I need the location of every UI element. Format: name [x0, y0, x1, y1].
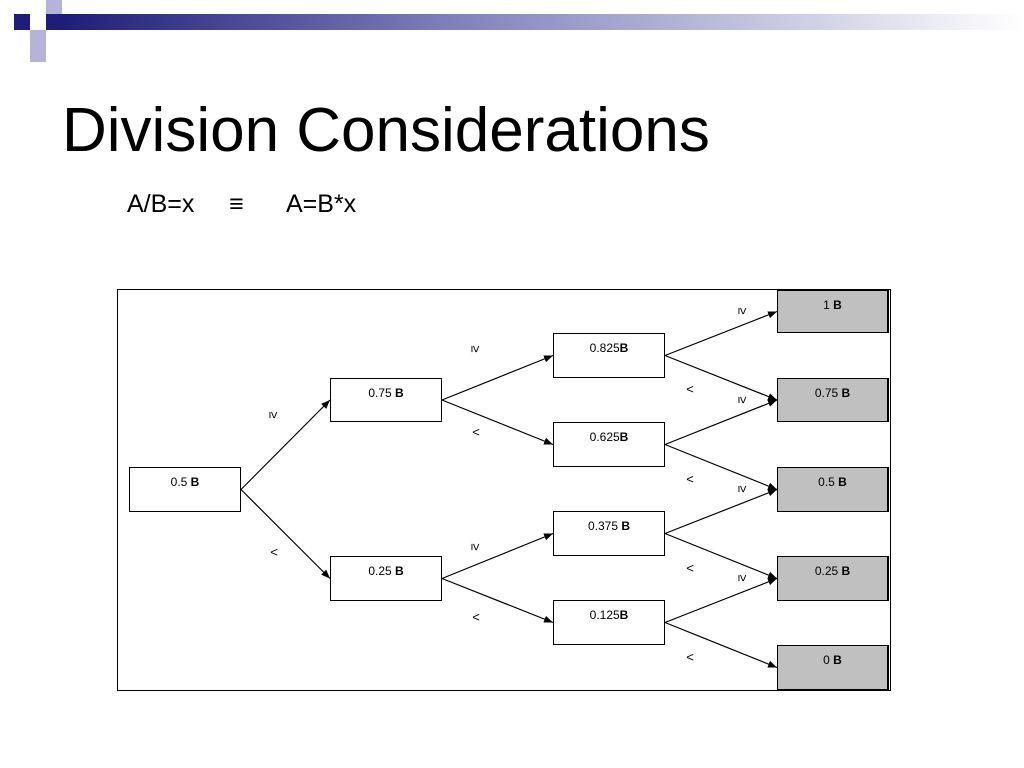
edge-arrow	[441, 354, 554, 401]
header-gradient-bar	[62, 14, 1024, 30]
decor-square	[30, 30, 46, 46]
equation-right: A=B*x	[286, 190, 357, 218]
node-label: 0.5 B	[778, 468, 887, 489]
edge-label: <	[686, 381, 694, 397]
decor-square	[30, 46, 46, 62]
edge-arrow	[664, 621, 778, 669]
edge-arrow	[664, 310, 778, 357]
result-node: 0 B	[777, 645, 889, 690]
node-unit: B	[841, 564, 851, 578]
node-label: 1 B	[778, 291, 887, 312]
node-unit: B	[621, 519, 631, 533]
node-unit: B	[833, 298, 842, 312]
node-unit: B	[619, 608, 629, 622]
node-value: 0.75	[814, 386, 842, 400]
node-label: 0.375 B	[554, 512, 664, 533]
result-node: 0.75 B	[777, 378, 889, 422]
edge-label: <	[686, 560, 694, 576]
edge-label: ≥	[468, 345, 484, 353]
node-value: 0.25	[814, 564, 842, 578]
edge-label: ≥	[735, 485, 751, 493]
node-label: 0.125B	[554, 601, 664, 622]
node-value: 0	[823, 653, 834, 667]
edge-arrow	[441, 532, 554, 580]
node-value: 0.375	[587, 519, 622, 533]
edge-arrow	[664, 354, 778, 401]
node-unit: B	[395, 386, 404, 400]
node-label: 0.75 B	[778, 379, 887, 400]
tree-node: 0.375 B	[553, 511, 665, 556]
node-unit: B	[395, 564, 404, 578]
node-unit: B	[619, 341, 629, 355]
node-label: 0.25 B	[778, 557, 887, 578]
node-label: 0 B	[778, 646, 887, 667]
edge-label: <	[472, 424, 480, 440]
node-value: 0.25	[368, 564, 396, 578]
tree-node: 0.625B	[553, 422, 665, 467]
edge-arrow	[664, 399, 778, 446]
node-value: 0.125	[589, 608, 620, 622]
equivalence-symbol: ≡	[229, 190, 244, 218]
edge-arrow	[240, 489, 331, 579]
decor-square	[14, 14, 30, 30]
tree-node: 0.75 B	[330, 378, 442, 422]
node-unit: B	[619, 430, 629, 444]
result-node: 0.25 B	[777, 556, 889, 601]
node-value: 0.825	[589, 341, 620, 355]
equation-left: A/B=x	[127, 190, 195, 218]
edge-label: ≥	[468, 543, 484, 551]
node-unit: B	[833, 653, 842, 667]
result-node: 0.5 B	[777, 467, 889, 512]
result-node: 1 B	[777, 290, 889, 333]
edge-arrow	[664, 532, 778, 580]
edge-label: <	[270, 544, 278, 560]
edge-arrow	[441, 399, 554, 446]
edge-arrow	[240, 399, 331, 490]
edge-label: <	[686, 471, 694, 487]
slide-title: Division Considerations	[62, 96, 710, 165]
edge-label: ≥	[735, 396, 751, 404]
node-label: 0.25 B	[331, 557, 441, 578]
edge-label: ≥	[735, 574, 751, 582]
node-value: 0.5	[170, 475, 191, 489]
edge-arrow	[664, 443, 778, 491]
tree-node: 0.5 B	[129, 467, 241, 512]
edge-label: ≥	[266, 411, 282, 419]
tree-node: 0.25 B	[330, 556, 442, 601]
node-label: 0.75 B	[331, 379, 441, 400]
edge-layer	[240, 310, 778, 669]
decor-square	[46, 0, 62, 14]
node-value: 1	[823, 298, 834, 312]
node-label: 0.825B	[554, 334, 664, 355]
node-unit: B	[838, 475, 847, 489]
edge-label: <	[472, 609, 480, 625]
edge-arrow	[664, 577, 778, 624]
edge-label: <	[686, 649, 694, 665]
edge-label: ≥	[735, 307, 751, 315]
node-label: 0.625B	[554, 423, 664, 444]
tree-node: 0.125B	[553, 600, 665, 645]
node-value: 0.5	[818, 475, 839, 489]
node-value: 0.75	[368, 386, 396, 400]
tree-node: 0.825B	[553, 333, 665, 378]
node-label: 0.5 B	[130, 468, 240, 489]
edge-arrow	[441, 577, 554, 624]
node-unit: B	[841, 386, 851, 400]
edge-arrow	[664, 488, 778, 535]
decor-square	[46, 14, 62, 30]
node-value: 0.625	[589, 430, 620, 444]
node-unit: B	[190, 475, 200, 489]
